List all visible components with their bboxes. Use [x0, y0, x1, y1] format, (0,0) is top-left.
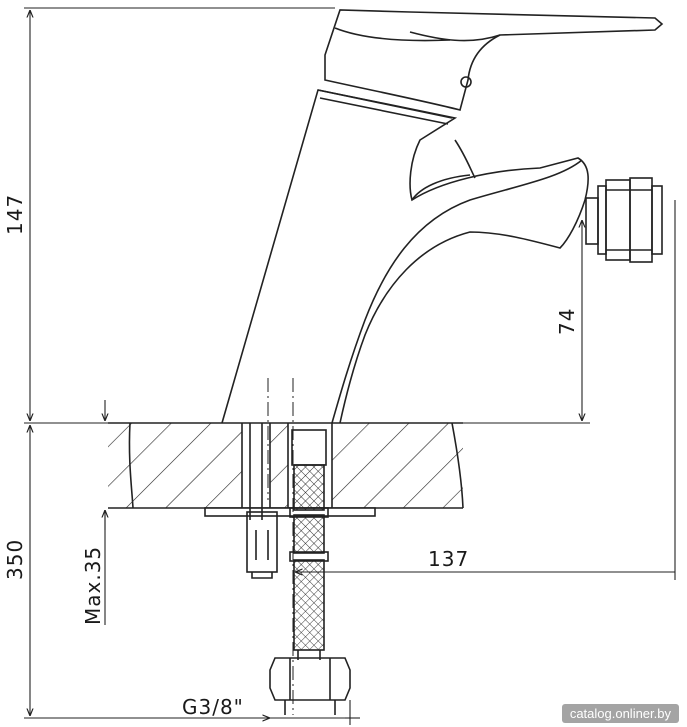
watermark: catalog.onliner.by [561, 704, 679, 723]
countertop-section [108, 422, 464, 517]
dim-spout-height: 74 [555, 308, 579, 335]
dim-max-thickness: Max.35 [81, 546, 105, 625]
nozzle [585, 177, 663, 263]
dim-reach: 137 [428, 547, 469, 571]
lever-handle [324, 9, 664, 111]
dim-thread: G3/8" [182, 695, 244, 719]
dim-hose-length: 350 [3, 539, 27, 580]
dimension-lines [24, 7, 676, 725]
flexible-hose [269, 429, 351, 715]
faucet-body [221, 89, 589, 424]
mounting-stud [246, 423, 278, 579]
dim-total-height: 147 [3, 194, 27, 235]
